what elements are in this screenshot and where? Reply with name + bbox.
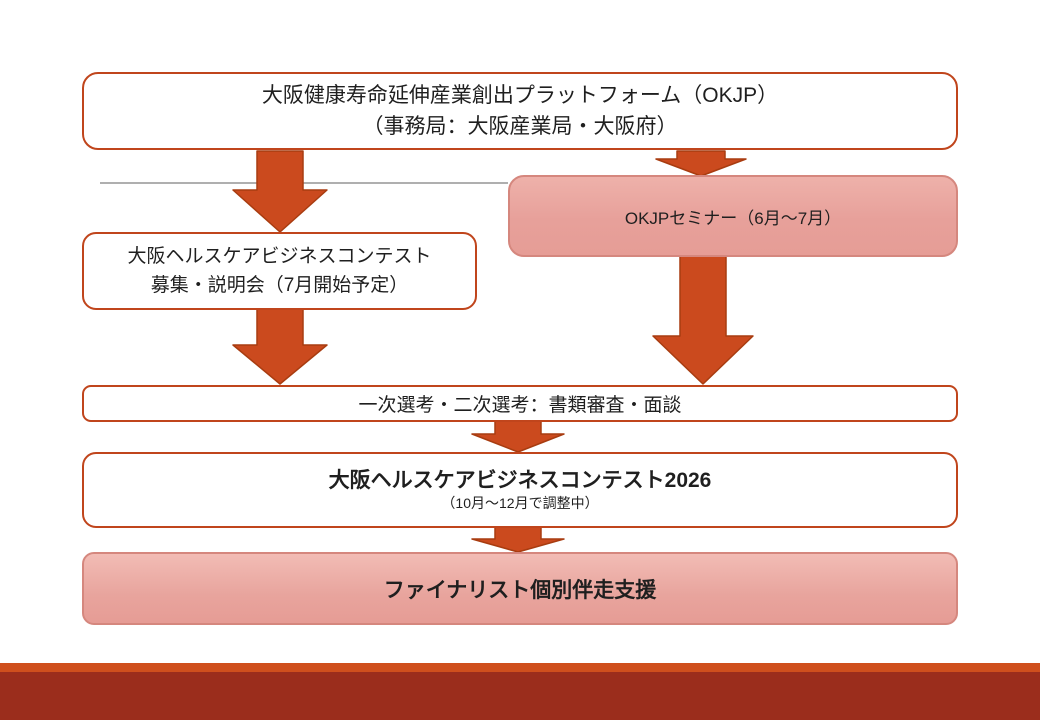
seminar-box: OKJPセミナー（6月～7月） xyxy=(508,175,958,257)
finalist-box-label: ファイナリスト個別伴走支援 xyxy=(383,578,657,602)
selection-box: 一次選考・二次選考：書類審査・面談 xyxy=(82,385,958,422)
down-arrow-selection-to-contest xyxy=(471,420,565,453)
recruit-box: 大阪ヘルスケアビジネスコンテスト 募集・説明会（7月開始予定） xyxy=(82,232,477,310)
contest-box-subtitle: （10月～12月で調整中） xyxy=(441,495,599,511)
contest-box-title: 大阪ヘルスケアビジネスコンテスト2026 xyxy=(328,469,712,492)
down-arrow-contest-to-finalist xyxy=(471,526,565,553)
platform-box: 大阪健康寿命延伸産業創出プラットフォーム（OKJP） （事務局：大阪産業局・大阪… xyxy=(82,72,958,150)
footer-band xyxy=(0,672,1040,720)
platform-box-line2: （事務局：大阪産業局・大阪府） xyxy=(362,115,678,138)
recruit-box-line1: 大阪ヘルスケアビジネスコンテスト xyxy=(127,246,432,267)
contest-box: 大阪ヘルスケアビジネスコンテスト2026 （10月～12月で調整中） xyxy=(82,452,958,528)
down-arrow-seminar-to-selection xyxy=(652,255,754,385)
selection-box-label: 一次選考・二次選考：書類審査・面談 xyxy=(358,395,682,416)
recruit-box-line2: 募集・説明会（7月開始予定） xyxy=(150,275,409,296)
platform-box-line1: 大阪健康寿命延伸産業創出プラットフォーム（OKJP） xyxy=(261,84,779,107)
seminar-box-label: OKJPセミナー（6月～7月） xyxy=(624,208,842,228)
footer-accent-stripe xyxy=(0,663,1040,672)
down-arrow-platform-to-recruit xyxy=(232,150,328,233)
finalist-box: ファイナリスト個別伴走支援 xyxy=(82,552,958,625)
down-arrow-recruit-to-selection xyxy=(232,308,328,385)
down-arrow-platform-to-seminar xyxy=(655,150,747,177)
